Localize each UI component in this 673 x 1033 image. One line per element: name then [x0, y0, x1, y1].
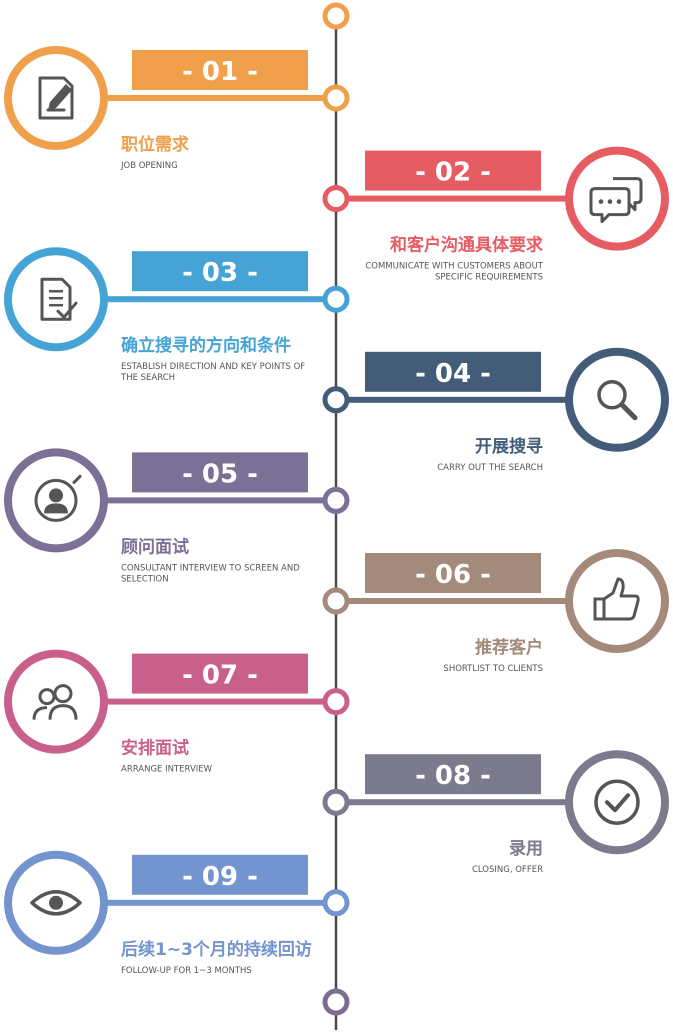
step-badge: [365, 150, 541, 191]
step-subtitle: COMMUNICATE WITH CUSTOMERS ABOUT: [365, 262, 543, 272]
step-1: - 01 - 职位需求 JOB OPENING: [4, 46, 350, 171]
step-subtitle: CLOSING, OFFER: [472, 865, 543, 875]
step-badge: [365, 351, 541, 392]
timeline-node: [322, 688, 350, 716]
step-subtitle: THE SEARCH: [120, 373, 175, 383]
step-connector: [96, 95, 336, 101]
timeline-node: [322, 386, 350, 414]
step-2: - 02 - 和客户沟通具体要求 COMMUNICATE WITH CUSTOMER…: [322, 146, 669, 283]
checklist-document-icon: [40, 277, 78, 321]
users-icon: [32, 684, 78, 720]
step-subtitle: SHORTLIST TO CLIENTS: [443, 664, 543, 674]
user-profile-icon: [34, 474, 82, 522]
step-connector: [96, 296, 336, 303]
step-subtitle: ESTABLISH DIRECTION AND KEY POINTS OF: [121, 362, 305, 372]
step-badge: [365, 754, 541, 795]
edit-document-icon: [38, 76, 74, 120]
step-3: - 03 - 确立搜寻的方向和条件 ESTABLISH DIRECTION AND …: [4, 247, 350, 383]
step-title: 安排面试: [121, 738, 189, 759]
step-title: 推荐客户: [475, 637, 543, 658]
step-7: - 07 - 安排面试 ARRANGE INTERVIEW: [4, 649, 350, 775]
timeline-node: [322, 587, 350, 615]
step-badge: [365, 553, 541, 593]
timeline-node: [322, 486, 350, 514]
step-disc: [573, 758, 661, 847]
timeline-node: [322, 788, 350, 816]
timeline-node: [322, 285, 350, 313]
step-subtitle: ARRANGE INTERVIEW: [121, 765, 213, 775]
step-connector: [336, 598, 577, 604]
step-connector: [336, 799, 577, 806]
step-6: - 06 - 推荐客户 SHORTLIST TO CLIENTS: [322, 549, 669, 674]
step-title: 顾问面试: [121, 536, 189, 557]
eye-icon: [30, 890, 82, 916]
step-badge-label: - 05 -: [182, 459, 258, 489]
step-title: 和客户沟通具体要求: [390, 235, 543, 256]
step-badge-label: - 09 -: [182, 862, 258, 892]
step-subtitle: SPECIFIC REQUIREMENTS: [435, 273, 543, 283]
step-badge-label: - 03 -: [182, 258, 258, 288]
chat-bubbles-icon: [589, 177, 643, 224]
thumbs-up-icon: [593, 577, 640, 621]
step-badge: [132, 50, 308, 90]
step-subtitle: FOLLOW-UP FOR 1~3 MONTHS: [121, 966, 252, 976]
step-badge: [132, 452, 308, 493]
steps-layer: - 01 - 职位需求 JOB OPENING - 02 - 和客户沟通具体要求 COMM…: [4, 46, 669, 976]
step-connector: [96, 497, 336, 504]
step-badge: [132, 251, 308, 292]
step-title: 后续1~3个月的持续回访: [121, 939, 312, 960]
step-4: - 04 - 开展搜寻 CARRY OUT THE SEARCH: [322, 347, 669, 473]
timeline-end-node: [322, 988, 350, 1016]
step-title: 录用: [509, 839, 543, 859]
step-badge-label: - 07 -: [182, 661, 258, 691]
timeline-node: [322, 889, 350, 917]
step-disc: [573, 557, 661, 645]
step-badge-label: - 04 -: [415, 359, 491, 389]
step-title: 确立搜寻的方向和条件: [121, 335, 291, 356]
step-disc: [573, 355, 661, 444]
step-connector: [96, 899, 336, 906]
timeline-node: [322, 185, 350, 213]
step-subtitle: SELECTION: [121, 574, 169, 584]
step-9: - 09 - 后续1~3个月的持续回访 FOLLOW-UP FOR 1~3 MONT…: [4, 850, 350, 976]
step-subtitle: JOB OPENING: [120, 161, 178, 171]
step-badge-label: - 01 -: [182, 57, 258, 87]
step-badge: [132, 653, 308, 694]
step-connector: [336, 396, 577, 403]
step-badge-label: - 08 -: [415, 761, 491, 791]
step-subtitle: CONSULTANT INTERVIEW TO SCREEN AND: [121, 563, 300, 573]
step-5: - 05 - 顾问面试 CONSULTANT INTERVIEW TO SCREEN…: [4, 448, 350, 584]
check-circle-icon: [594, 779, 640, 825]
timeline-node: [322, 84, 350, 112]
magnifier-icon: [597, 380, 638, 421]
step-badge-label: - 06 -: [415, 560, 491, 590]
step-badge-label: - 02 -: [415, 158, 491, 188]
step-title: 职位需求: [121, 134, 189, 155]
step-connector: [336, 195, 577, 202]
step-title: 开展搜寻: [475, 436, 543, 457]
step-subtitle: CARRY OUT THE SEARCH: [437, 463, 543, 473]
step-connector: [96, 698, 336, 705]
step-8: - 08 - 录用 CLOSING, OFFER: [322, 750, 669, 875]
step-badge: [132, 854, 308, 895]
step-disc: [12, 657, 100, 746]
timeline-start-node: [322, 2, 350, 30]
